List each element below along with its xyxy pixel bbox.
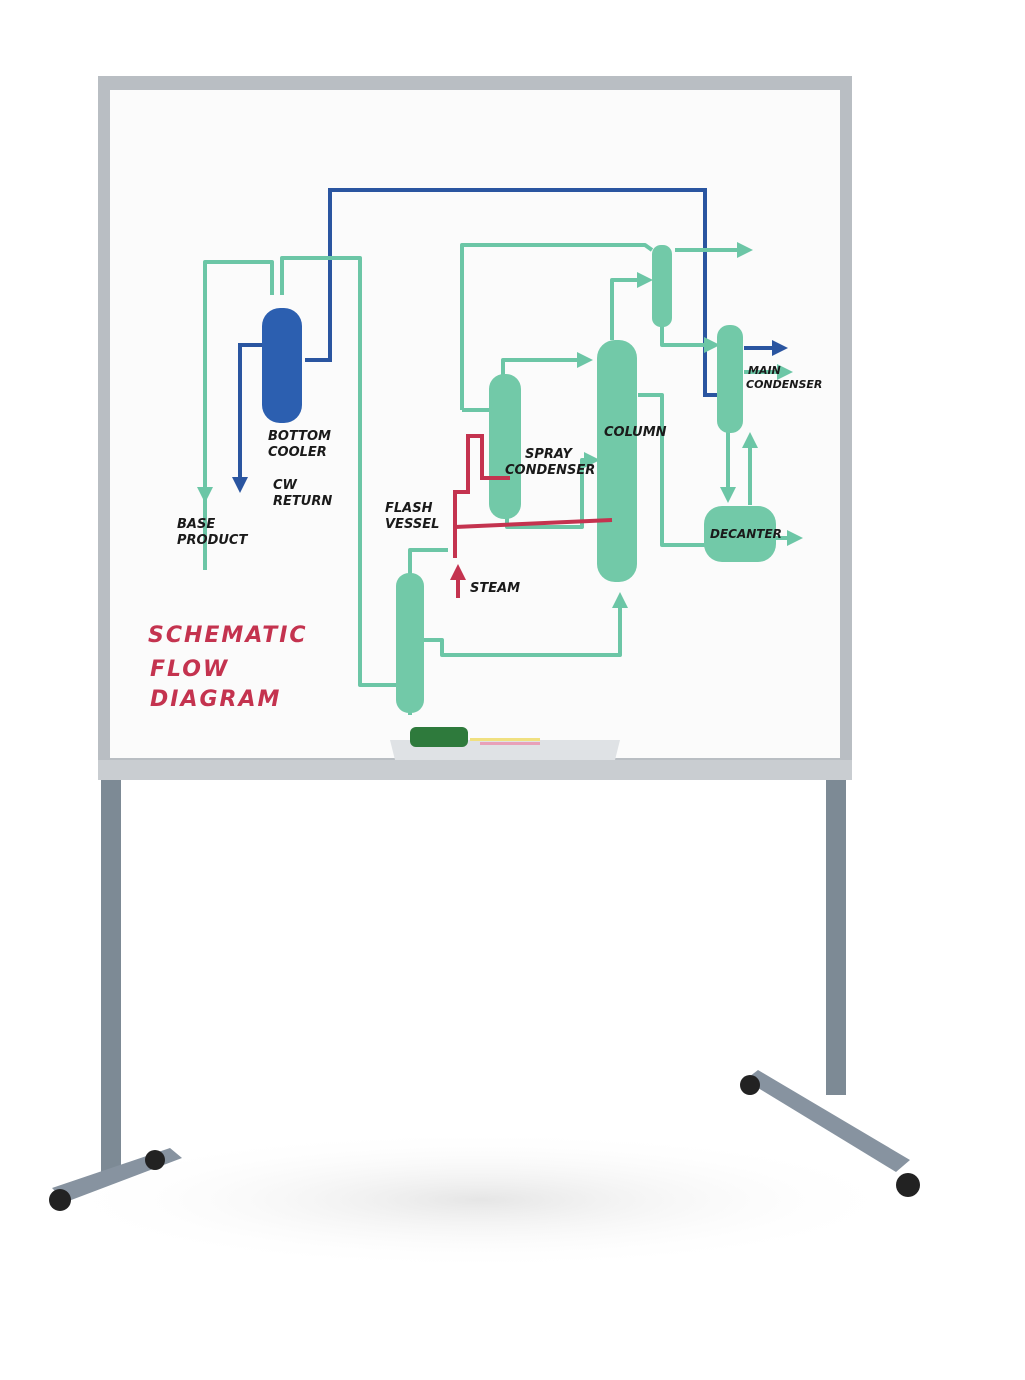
right-leg: [826, 780, 846, 1095]
title-line-2: FLOW: [150, 657, 229, 682]
label-main-condenser-2: CONDENSER: [746, 378, 822, 391]
label-base-product-2: PRODUCT: [177, 533, 248, 548]
label-bottom-cooler-1: BOTTOM: [268, 429, 331, 444]
blue-coolant-line: [305, 188, 718, 397]
label-column: COLUMN: [604, 425, 667, 440]
title-line-3: DIAGRAM: [150, 687, 281, 712]
label-flash-vessel-1: FLASH: [385, 501, 433, 516]
label-main-condenser-1: MAIN: [748, 364, 781, 377]
label-flash-vessel-2: VESSEL: [385, 517, 439, 532]
label-bottom-cooler-2: COOLER: [268, 445, 327, 460]
spray-condenser-vessel: [489, 374, 521, 519]
marker-yellow[interactable]: [470, 738, 540, 741]
top-condenser-vessel: [652, 245, 672, 327]
label-spray-condenser-1: SPRAY: [525, 447, 573, 462]
bottom-cooler-vessel: [262, 308, 302, 423]
base-product-line: [203, 260, 274, 570]
flow-diagram: [197, 188, 803, 715]
title-line-1: SCHEMATIC: [148, 623, 308, 648]
label-decanter: DECANTER: [710, 527, 782, 541]
steam-line: [453, 434, 510, 558]
cw-return-line: [232, 343, 265, 493]
right-foot: [745, 1070, 910, 1172]
right-caster-back: [740, 1075, 760, 1095]
label-cw-return-1: CW: [273, 478, 298, 493]
label-cw-return-2: RETURN: [273, 494, 332, 509]
label-steam: STEAM: [470, 581, 520, 596]
marker-pink[interactable]: [480, 742, 540, 745]
left-leg: [101, 780, 121, 1175]
floor-shadow: [50, 1130, 910, 1270]
column-vessel: [597, 340, 637, 582]
main-condenser-vessel: [717, 325, 743, 433]
left-caster-back: [145, 1150, 165, 1170]
label-base-product-1: BASE: [177, 517, 215, 532]
label-spray-condenser-2: CONDENSER: [505, 463, 595, 478]
flash-vessel: [396, 573, 424, 713]
right-caster-front: [896, 1173, 920, 1197]
left-caster-front: [49, 1189, 71, 1211]
stand: [49, 780, 920, 1211]
eraser[interactable]: [410, 727, 468, 747]
decanter-vessel: [704, 506, 776, 562]
